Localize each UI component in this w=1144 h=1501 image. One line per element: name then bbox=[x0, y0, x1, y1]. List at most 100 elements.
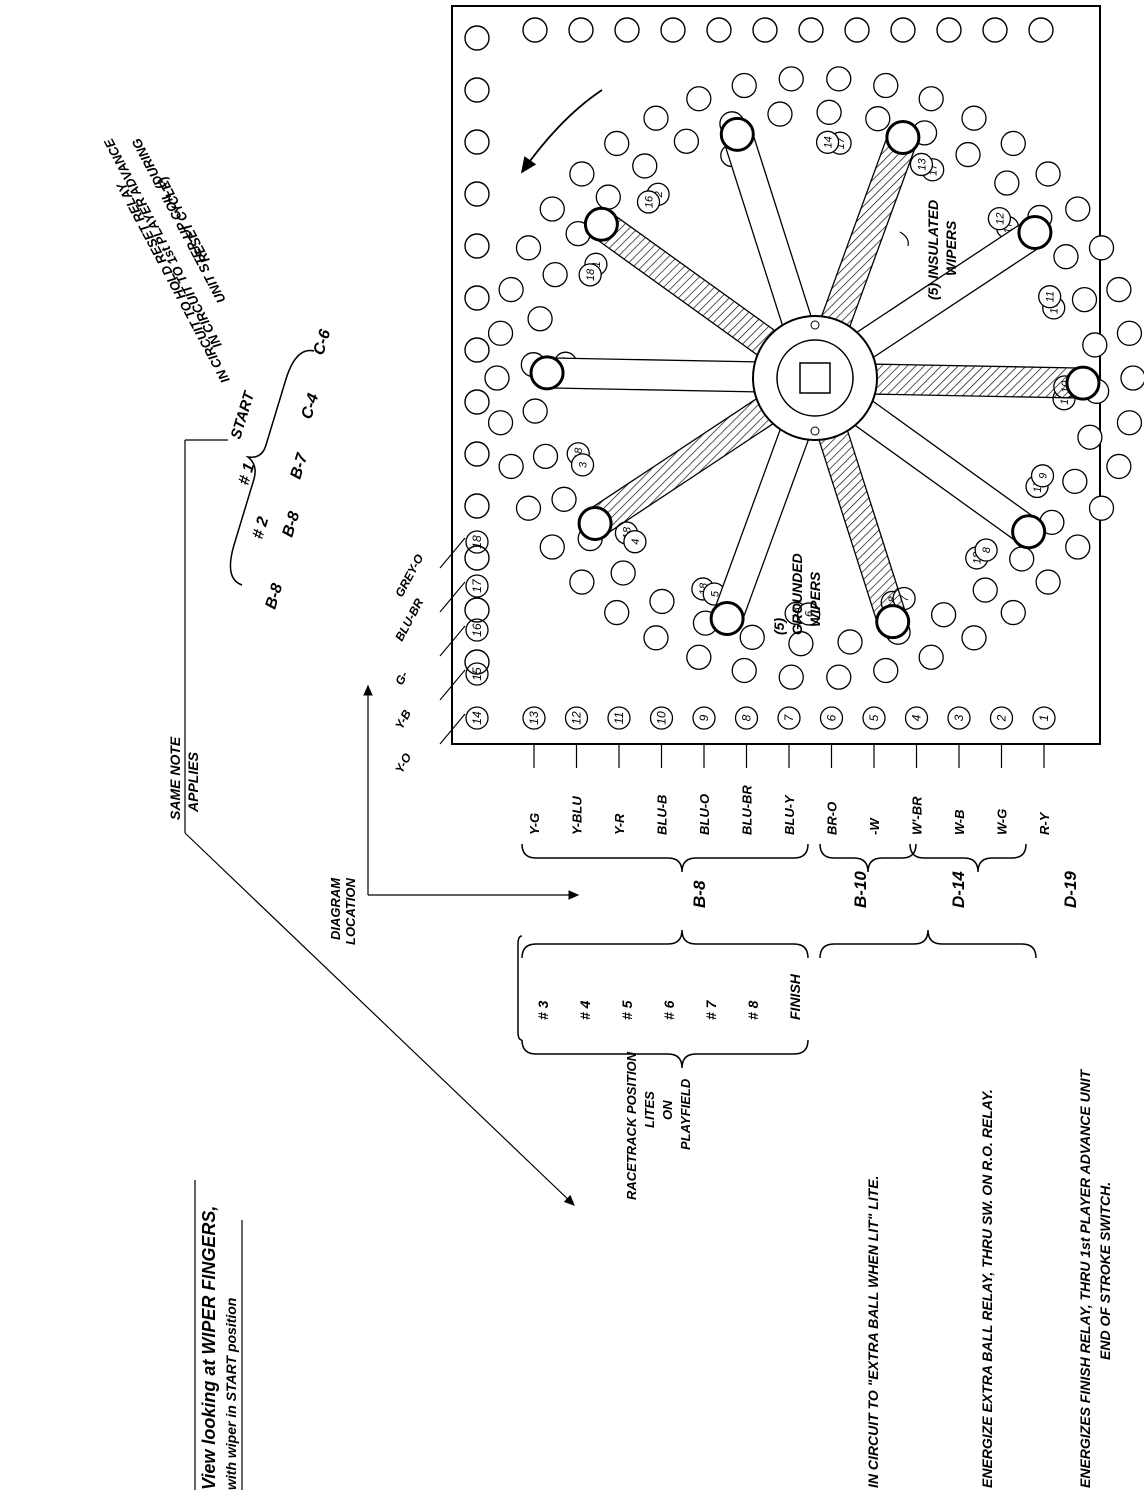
plate-outline bbox=[451, 5, 1101, 745]
outer-contact bbox=[487, 410, 514, 436]
wire-leader bbox=[439, 669, 466, 701]
svg-text:WIPERS: WIPERS bbox=[807, 571, 823, 627]
outer-contact bbox=[515, 235, 542, 261]
outer-contact bbox=[498, 276, 524, 303]
outer-contact bbox=[686, 86, 712, 112]
svg-text:ON: ON bbox=[660, 1100, 675, 1120]
diagram-location: DIAGRAM LOCATION bbox=[328, 684, 580, 945]
svg-text:PLAYFIELD: PLAYFIELD bbox=[678, 1078, 693, 1150]
outer-contact bbox=[873, 72, 899, 99]
perimeter-hole bbox=[1028, 17, 1054, 43]
contact-number: 9 bbox=[1038, 473, 1050, 479]
outer-contact bbox=[918, 86, 944, 112]
wire-label: Y-BLU bbox=[570, 796, 585, 835]
inner-contact bbox=[1062, 468, 1088, 495]
top-brace bbox=[229, 349, 315, 586]
wiper-tip bbox=[885, 119, 921, 155]
terminal-circle bbox=[522, 706, 546, 730]
terminal-circle bbox=[1032, 706, 1056, 730]
outer-contact bbox=[1106, 453, 1132, 480]
svg-text:View looking at WIPER FINGERS,: View looking at WIPER FINGERS, bbox=[199, 1206, 219, 1490]
inner-contact bbox=[1071, 286, 1098, 313]
outer-contact bbox=[1106, 276, 1132, 303]
wire-leader bbox=[439, 713, 466, 745]
wiper-tip bbox=[875, 604, 911, 640]
wiper-tip bbox=[1011, 514, 1047, 550]
outer-contact bbox=[515, 495, 542, 521]
wire-label: BR-O bbox=[825, 802, 840, 835]
terminal-circle bbox=[607, 706, 631, 730]
outer-contact bbox=[539, 196, 565, 222]
contact-number: 8 bbox=[981, 546, 993, 553]
outer-contact bbox=[604, 599, 630, 626]
wire-label: W'-BR bbox=[910, 796, 925, 835]
outer-contact bbox=[643, 105, 669, 131]
perimeter-holes bbox=[464, 17, 1054, 675]
inner-contact bbox=[649, 588, 675, 615]
numbered-contact bbox=[974, 538, 998, 562]
wiper-tip bbox=[1065, 365, 1101, 401]
inner-contact bbox=[1077, 424, 1103, 450]
insulated-wipers-leader bbox=[899, 231, 909, 247]
outer-contact bbox=[778, 66, 804, 92]
svg-text:LITES: LITES bbox=[642, 1091, 657, 1128]
wire-label: BLU-B bbox=[655, 795, 670, 835]
top-references: B-8 B-8 B-7 C-4 C-6 # 2 # 1 START bbox=[228, 327, 335, 611]
outer-contact bbox=[873, 657, 899, 684]
perimeter-hole bbox=[798, 17, 824, 43]
wire-label: GREY-O bbox=[392, 551, 426, 599]
racetrack-position: # 4 bbox=[577, 1000, 593, 1020]
svg-text:IN CIRCUIT TO 1st PLAYER ADVAN: IN CIRCUIT TO 1st PLAYER ADVANCE bbox=[101, 136, 225, 351]
perimeter-hole bbox=[522, 17, 548, 43]
numbered-contact bbox=[1030, 464, 1055, 488]
perimeter-hole bbox=[464, 389, 490, 415]
perimeter-hole bbox=[464, 493, 490, 519]
energize-finish-note-2: END OF STROKE SWITCH. bbox=[1097, 1182, 1113, 1360]
outer-contact bbox=[731, 72, 757, 99]
terminal-number: 2 bbox=[995, 714, 1009, 722]
terminal-number: 10 bbox=[655, 711, 669, 725]
wire-leader bbox=[439, 625, 466, 657]
perimeter-hole bbox=[982, 17, 1008, 43]
svg-text:# 2: # 2 bbox=[250, 515, 273, 541]
wiper-tip bbox=[583, 206, 619, 242]
terminal-circle bbox=[819, 706, 844, 730]
contact-number: 3 bbox=[578, 461, 590, 468]
terminal-circle bbox=[947, 706, 971, 730]
numbered-contact bbox=[797, 602, 821, 626]
svg-text:RACETRACK POSITION: RACETRACK POSITION bbox=[624, 1051, 639, 1200]
terminal-circle bbox=[862, 706, 886, 730]
racetrack-position: # 3 bbox=[535, 1000, 551, 1020]
racetrack-position: # 6 bbox=[661, 1000, 677, 1020]
terminal-number: 6 bbox=[825, 714, 839, 721]
terminal-number: 18 bbox=[470, 535, 484, 549]
outer-contact bbox=[1088, 495, 1115, 521]
outer-contact bbox=[1116, 410, 1143, 436]
inner-contact bbox=[551, 486, 577, 512]
terminal-number: 5 bbox=[867, 714, 881, 721]
terminal-number: 11 bbox=[612, 712, 626, 724]
inner-contact bbox=[930, 602, 957, 628]
svg-text:B-8: B-8 bbox=[280, 509, 304, 539]
perimeter-hole bbox=[464, 233, 490, 259]
wiper-tip bbox=[529, 355, 565, 391]
terminal-circle bbox=[465, 662, 489, 686]
numbered-contact bbox=[570, 453, 595, 477]
group-b10: B-10 bbox=[851, 871, 870, 908]
wire-label: BLU-BR bbox=[740, 785, 755, 835]
numbered-contact bbox=[623, 530, 647, 554]
perimeter-hole bbox=[614, 17, 640, 43]
terminal-circle bbox=[734, 706, 759, 730]
inner-contact bbox=[972, 577, 998, 603]
racetrack-position: # 7 bbox=[703, 999, 719, 1020]
inner-contact bbox=[767, 101, 793, 127]
perimeter-hole bbox=[464, 545, 490, 571]
terminal-number: 3 bbox=[952, 714, 966, 721]
svg-text:LOCATION: LOCATION bbox=[343, 877, 358, 945]
outer-contact bbox=[498, 453, 524, 480]
hold-reset-note: IN CIRCUIT TO HOLD RESET RELAY IN CIRCUI… bbox=[101, 136, 233, 386]
wiper-tip bbox=[577, 506, 613, 542]
svg-text:DIAGRAM: DIAGRAM bbox=[328, 877, 343, 940]
